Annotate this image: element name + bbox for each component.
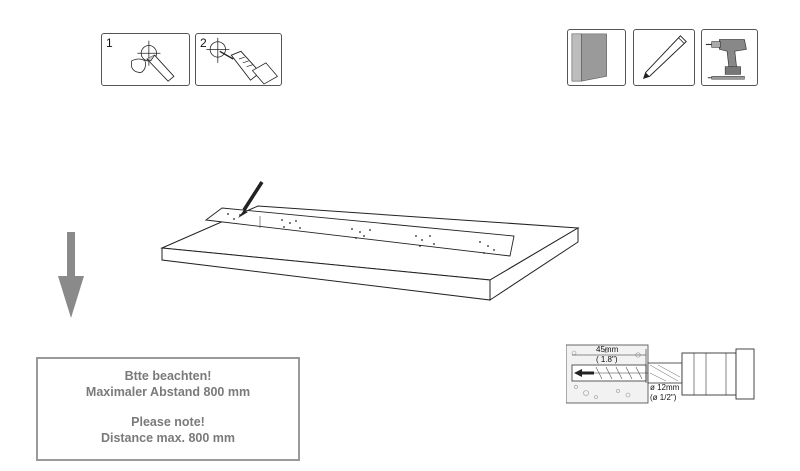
note-en-distance: Distance max. 800 mm bbox=[100, 430, 236, 445]
depth-mm-label: 45mm bbox=[596, 345, 619, 354]
wall-tool-panel bbox=[567, 29, 626, 86]
diameter-mm-label: ø 12mm bbox=[650, 383, 680, 392]
pencil-tool-panel bbox=[633, 29, 695, 86]
shelf-board-illustration bbox=[160, 181, 580, 301]
mark-with-pencil-icon bbox=[131, 40, 175, 82]
note-en-heading: Please note! bbox=[131, 415, 205, 429]
pencil-icon bbox=[642, 35, 687, 80]
down-arrow-icon bbox=[58, 232, 84, 318]
drill-tool-panel bbox=[701, 29, 758, 86]
step1-number: 1 bbox=[106, 36, 113, 50]
drill-bit-icon bbox=[206, 37, 279, 85]
step2-drill-panel: 2 bbox=[195, 33, 282, 86]
note-de-distance: Maximaler Abstand 800 mm bbox=[85, 384, 251, 399]
depth-inch-label: ( 1.8") bbox=[596, 355, 618, 364]
step2-number: 2 bbox=[200, 36, 207, 50]
diameter-inch-label: (ø 1/2") bbox=[650, 393, 677, 402]
wall-icon bbox=[571, 33, 607, 82]
drill-hole-diagram bbox=[566, 344, 755, 404]
note-de-heading: Btte beachten! bbox=[124, 369, 212, 383]
drill-depth-detail: 45mm ( 1.8") ø 12mm (ø 1/2") bbox=[566, 343, 758, 405]
distance-note-box: Btte beachten! Maximaler Abstand 800 mm … bbox=[36, 357, 300, 461]
step1-mark-panel: 1 bbox=[101, 33, 190, 86]
cordless-drill-icon bbox=[705, 39, 747, 80]
